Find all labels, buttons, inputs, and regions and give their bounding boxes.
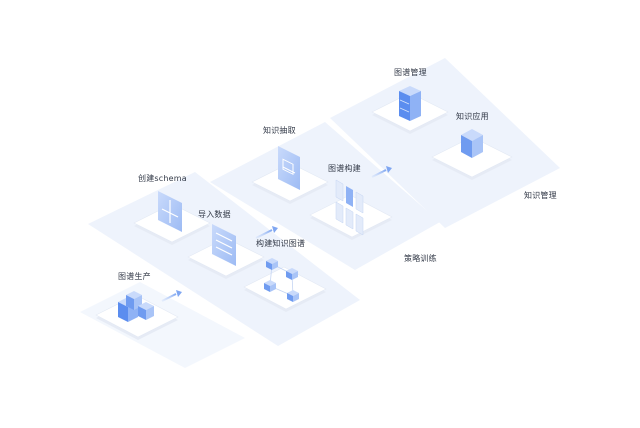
building-blocks-icon	[118, 291, 154, 322]
tile-import-data	[187, 224, 265, 279]
arrow-icon	[371, 166, 392, 178]
document-extract-icon	[278, 146, 300, 190]
arrow-icon	[255, 226, 278, 239]
node-network-icon	[264, 258, 299, 302]
label-knowledge-application: 知识应用	[456, 112, 489, 121]
label-map-management: 图谱管理	[394, 68, 427, 77]
tile-knowledge-application	[431, 129, 513, 180]
tile-map-production	[95, 291, 179, 340]
label-map-construction: 图谱构建	[328, 164, 361, 173]
arrow-icon	[161, 290, 182, 302]
label-import-data: 导入数据	[198, 210, 231, 219]
tile-create-schema	[133, 191, 211, 245]
tile-build-knowledge-graph	[243, 258, 327, 312]
label-knowledge-extraction: 知识抽取	[263, 126, 296, 135]
tile-map-construction	[309, 179, 393, 240]
plus-card-icon	[158, 191, 182, 232]
platform-knowledge-management	[330, 58, 560, 228]
label-map-production: 图谱生产	[118, 272, 151, 281]
label-create-schema: 创建schema	[138, 174, 187, 183]
tile-knowledge-extraction	[251, 146, 329, 204]
label-strategy-training: 策略训练	[404, 254, 437, 263]
label-knowledge-management: 知识管理	[524, 191, 557, 200]
label-build-knowledge-graph: 构建知识图谱	[256, 239, 306, 248]
server-cabinet-icon	[399, 86, 421, 121]
list-document-icon	[212, 224, 236, 266]
tile-map-management	[371, 86, 449, 134]
platform-strategy-training	[210, 122, 440, 270]
cube-stack-icon	[461, 129, 483, 158]
panel-grid-icon	[335, 179, 364, 236]
